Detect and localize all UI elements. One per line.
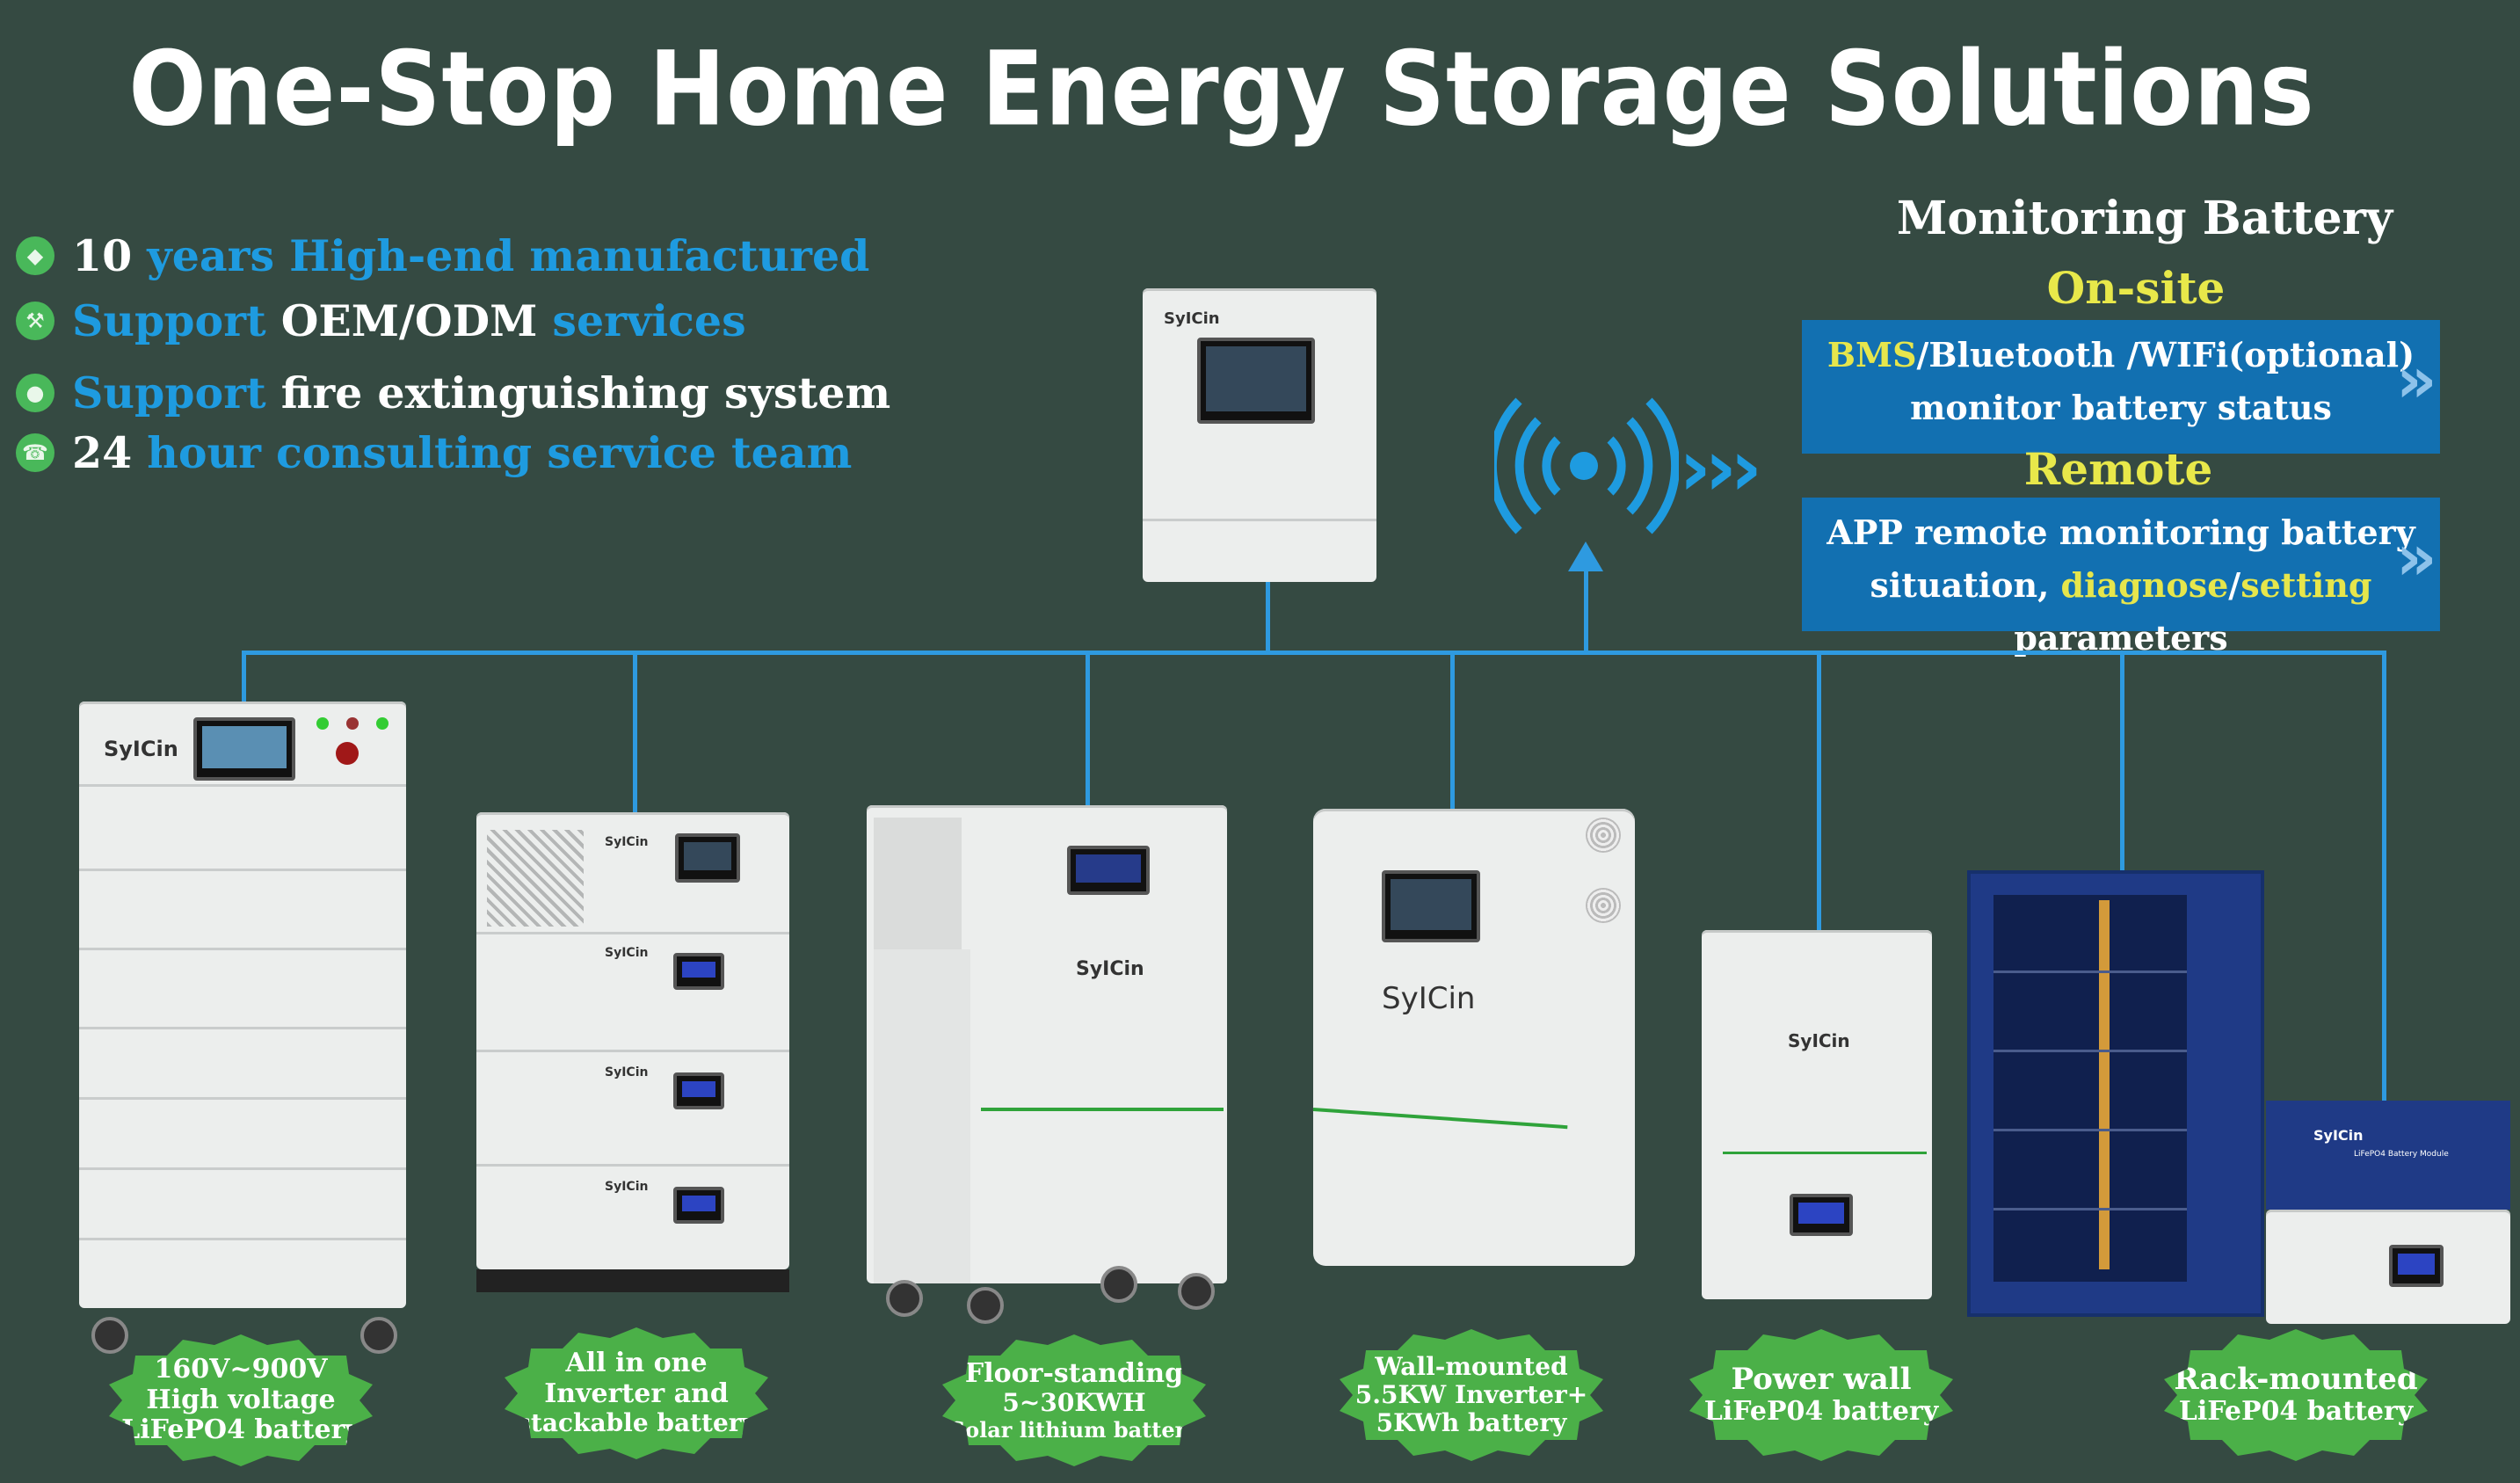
product-5-brand: SyICin bbox=[1788, 1030, 1850, 1051]
feature-text: Support fire extinguishing system bbox=[72, 367, 890, 418]
onsite-1-part-1: /Bluetooth /WIFi(optional) bbox=[1916, 335, 2415, 374]
feature-text: Support OEM/ODM services bbox=[72, 295, 746, 346]
feature-3-part-1: hour consulting service team bbox=[147, 427, 853, 478]
high-voltage-battery: SyICin bbox=[79, 702, 406, 1308]
inverter-screen bbox=[1197, 338, 1315, 424]
feature-3-part-0: 24 bbox=[72, 427, 148, 478]
feature-1-part-0: Support bbox=[72, 295, 281, 346]
onsite-box: BMS/Bluetooth /WIFi(optional) monitor ba… bbox=[1802, 320, 2440, 454]
floor-standing-battery: SyICin bbox=[867, 805, 1227, 1283]
badge-line: LiFePO4 battery bbox=[121, 1414, 360, 1446]
feature-item: ☎ 24 hour consulting service team bbox=[16, 427, 852, 478]
onsite-line-2: monitor battery status bbox=[1802, 382, 2440, 434]
drop-line-2 bbox=[633, 651, 637, 814]
all-in-one-battery: SyICin SyICin SyICin SyICin bbox=[476, 812, 789, 1269]
remote-line-1: APP remote monitoring battery bbox=[1802, 506, 2440, 559]
onsite-chevron-icon: » bbox=[2396, 343, 2437, 417]
onsite-label: On-site bbox=[2046, 262, 2226, 314]
bus-line bbox=[242, 651, 2386, 655]
remote-box: APP remote monitoring battery situation,… bbox=[1802, 498, 2440, 658]
badge-line: LiFeP04 battery bbox=[2178, 1396, 2414, 1428]
person-icon: ● bbox=[16, 374, 54, 412]
onsite-1-part-0: BMS bbox=[1826, 335, 1917, 374]
onsite-line-1: BMS/Bluetooth /WIFi(optional) bbox=[1802, 329, 2440, 382]
product-2-brand: SyICin bbox=[605, 835, 649, 849]
rack-module: SyICin LiFePO4 Battery Module bbox=[2266, 1101, 2510, 1210]
feature-0-part-0: 10 bbox=[72, 230, 148, 281]
remote-1-part-0: APP remote monitoring battery bbox=[1826, 513, 2415, 552]
remote-label: Remote bbox=[2023, 443, 2213, 495]
feature-0-part-1: years High-end manufactured bbox=[147, 230, 870, 281]
product-2-brand-3: SyICin bbox=[605, 1065, 649, 1080]
feature-2-part-1: fire extinguishing system bbox=[280, 367, 891, 418]
wifi-signal-icon bbox=[1494, 397, 1679, 534]
wifi-link-line bbox=[1584, 563, 1588, 652]
feature-2-part-0: Support bbox=[72, 367, 281, 418]
badge-line: LiFeP04 battery bbox=[1703, 1396, 1939, 1428]
product-2-brand-2: SyICin bbox=[605, 946, 649, 960]
drop-line-3 bbox=[1086, 651, 1090, 809]
badge-line: 5KWh battery bbox=[1376, 1408, 1567, 1438]
drop-line-1 bbox=[242, 651, 246, 705]
inverter-brand: SyICin bbox=[1164, 309, 1220, 328]
onsite-2-part-0: monitor battery status bbox=[1910, 388, 2332, 427]
badge-line: 5~30KWH bbox=[1002, 1388, 1146, 1418]
feature-text: 24 hour consulting service team bbox=[72, 427, 852, 478]
remote-2-part-1: diagnose bbox=[2060, 565, 2229, 605]
page-title: One-Stop Home Energy Storage Solutions bbox=[128, 28, 2315, 149]
remote-line-2: situation, diagnose/setting parameters bbox=[1802, 559, 2440, 665]
remote-chevron-icon: » bbox=[2396, 520, 2437, 594]
remote-2-part-0: situation, bbox=[1870, 565, 2061, 605]
inverter-unit: SyICin bbox=[1143, 288, 1376, 582]
headset-icon: ☎ bbox=[16, 433, 54, 472]
badge-line: Wall-mounted bbox=[1375, 1351, 1568, 1381]
signal-chevrons-icon: ››› bbox=[1679, 422, 1762, 514]
badge-line: All in one bbox=[565, 1348, 708, 1379]
rack-cabinet bbox=[1967, 870, 2264, 1317]
badge-line: Power wall bbox=[1731, 1362, 1912, 1398]
product-1-brand: SyICin bbox=[104, 737, 178, 761]
feature-1-part-2: services bbox=[552, 295, 746, 346]
badge-line: Solar lithium battery bbox=[949, 1416, 1199, 1443]
product-1-screen bbox=[193, 717, 295, 781]
remote-2-part-2: / bbox=[2228, 565, 2241, 605]
badge-line: Floor-standing bbox=[964, 1357, 1184, 1389]
drop-line-4 bbox=[1450, 651, 1455, 809]
badge-line: Rack-mounted bbox=[2174, 1362, 2418, 1398]
product-2-brand-4: SyICin bbox=[605, 1180, 649, 1194]
power-wall-battery: SyICin bbox=[1702, 930, 1932, 1299]
feature-text: 10 years High-end manufactured bbox=[72, 230, 869, 281]
monitoring-title: Monitoring Battery bbox=[1896, 192, 2393, 245]
arrow-up-icon bbox=[1568, 542, 1603, 571]
product-4-brand: SyICin bbox=[1382, 981, 1476, 1016]
product-2-base bbox=[476, 1269, 789, 1292]
badge-line: Inverter and bbox=[544, 1378, 729, 1409]
drop-line-5 bbox=[1817, 651, 1821, 932]
feature-1-part-1: OEM/ODM bbox=[280, 295, 553, 346]
inverter-link-line bbox=[1266, 582, 1270, 652]
badge-line: 160V~900V bbox=[154, 1354, 328, 1385]
feature-item: ⚒ Support OEM/ODM services bbox=[16, 295, 746, 346]
drop-line-6 bbox=[2120, 651, 2124, 870]
shield-icon: ◆ bbox=[16, 236, 54, 275]
product-3-brand: SyICin bbox=[1076, 958, 1144, 980]
drop-line-7 bbox=[2382, 651, 2386, 1101]
product-6-brand: SyICin bbox=[2313, 1127, 2364, 1144]
badge-line: High voltage bbox=[146, 1384, 336, 1415]
rack-module-label: LiFePO4 Battery Module bbox=[2354, 1150, 2449, 1159]
feature-item: ◆ 10 years High-end manufactured bbox=[16, 230, 869, 281]
badge-line: 5.5KW Inverter+ bbox=[1354, 1379, 1588, 1409]
feature-item: ● Support fire extinguishing system bbox=[16, 367, 890, 418]
remote-2-part-3: setting bbox=[2240, 565, 2372, 605]
rack-module-2 bbox=[2266, 1210, 2510, 1324]
wall-mounted-battery: SyICin bbox=[1312, 809, 1635, 1266]
wrench-icon: ⚒ bbox=[16, 302, 54, 340]
badge-line: stackable battery bbox=[517, 1408, 756, 1438]
